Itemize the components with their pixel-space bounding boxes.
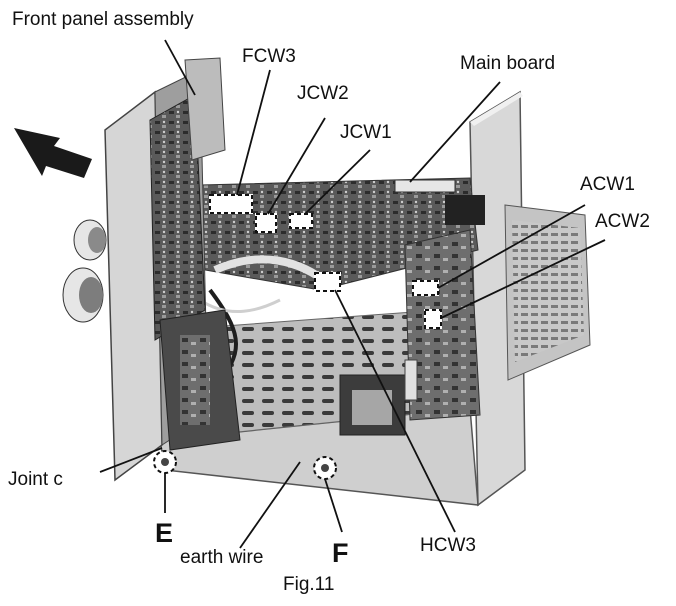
figure-caption: Fig.11 — [283, 574, 335, 595]
front-panel-assembly-label: Front panel assembly — [12, 9, 194, 30]
acw2-connector-marker — [424, 309, 442, 329]
leader-lines — [99, 39, 606, 549]
fcw3-connector-marker — [209, 194, 253, 214]
fcw3-leader — [236, 69, 271, 196]
earth-wire-label: earth wire — [180, 547, 264, 568]
acw1-connector-marker — [412, 280, 439, 296]
front-knobs — [62, 219, 107, 323]
hcw3-leader — [334, 289, 456, 533]
jcw1-connector-marker — [289, 213, 313, 229]
acw1-leader — [437, 204, 586, 289]
joint-c-label: Joint c — [8, 469, 63, 490]
f-leader — [324, 478, 343, 533]
jcw1-leader — [304, 149, 371, 215]
acw2-label: ACW2 — [595, 211, 650, 232]
arrow-up-left-icon — [14, 128, 92, 178]
connector-markers — [209, 194, 442, 329]
joint-c-leader — [99, 447, 163, 473]
jcw2-label: JCW2 — [297, 83, 349, 104]
acw2-leader — [440, 239, 606, 319]
jcw2-leader — [267, 117, 326, 215]
e-label: E — [155, 518, 174, 548]
f-label: F — [332, 538, 349, 568]
hcw3-label: HCW3 — [420, 535, 476, 556]
main-board-leader — [409, 81, 501, 183]
earth-wire-leader — [239, 461, 301, 549]
front-panel-leader — [164, 39, 196, 96]
jcw1-label: JCW1 — [340, 122, 392, 143]
fcw3-label: FCW3 — [242, 46, 296, 67]
main-board-label: Main board — [460, 53, 556, 74]
acw1-label: ACW1 — [580, 174, 635, 195]
jcw2-connector-marker — [255, 213, 277, 233]
hcw3-connector-marker — [314, 272, 341, 292]
